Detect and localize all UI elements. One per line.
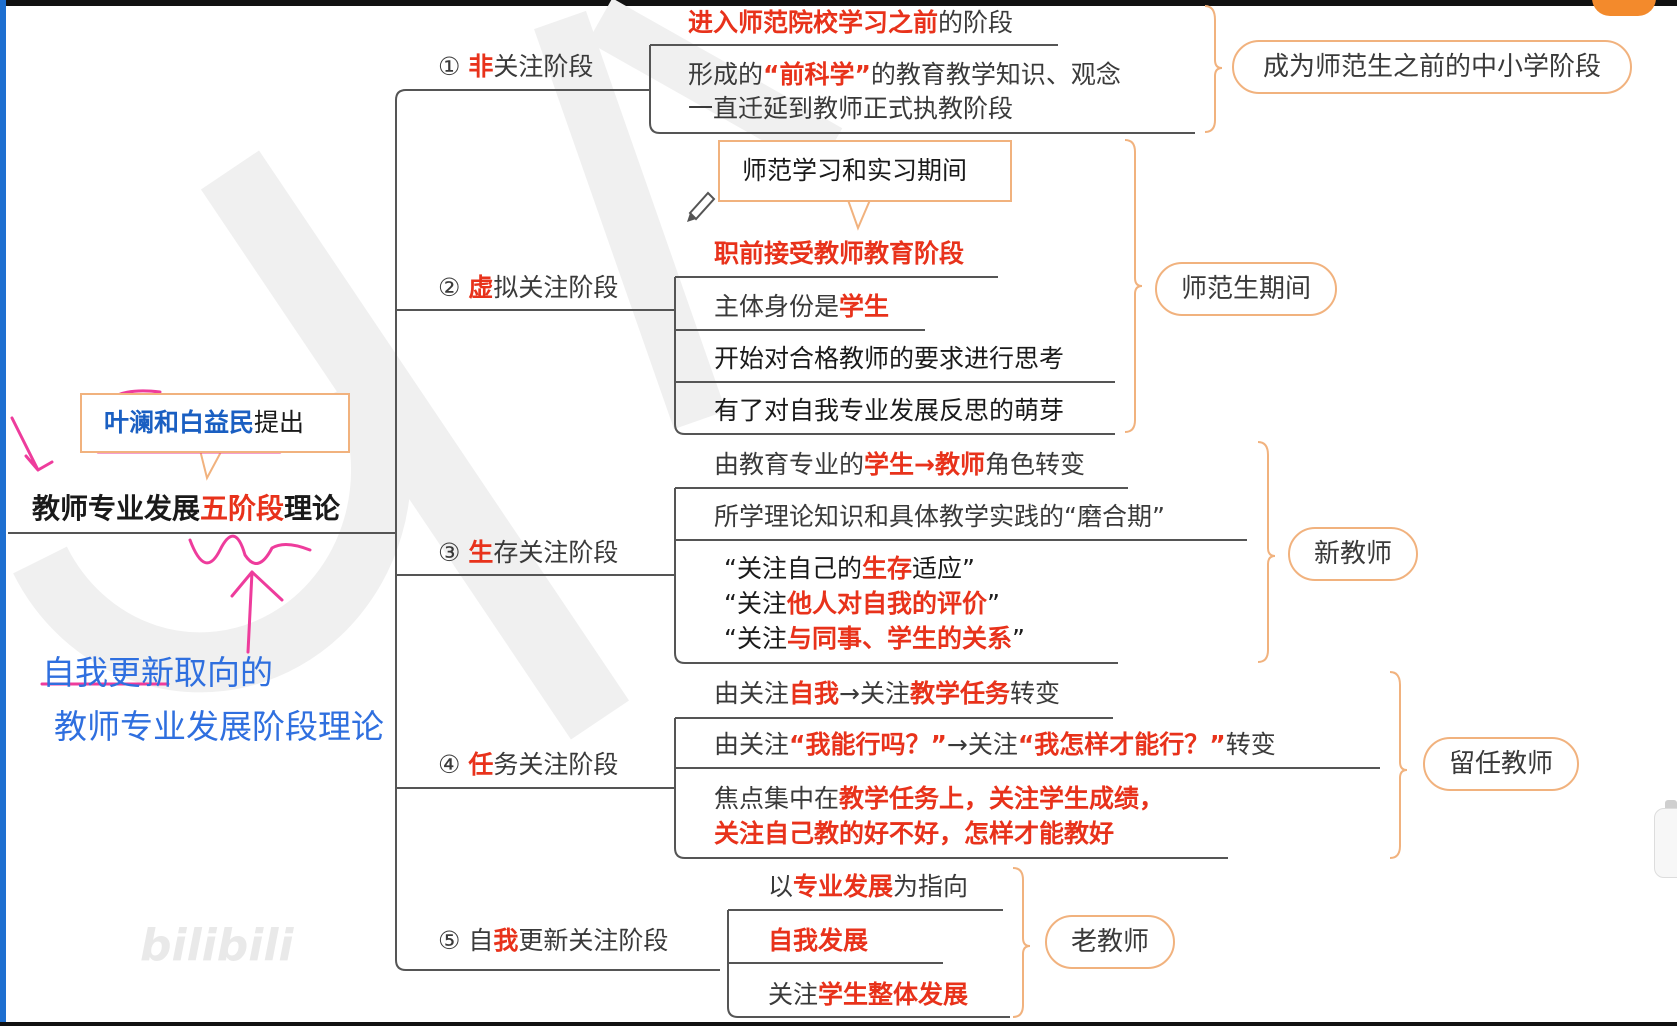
bottom-border — [0, 1022, 1677, 1026]
handwritten-note-line2: 教师专业发展阶段理论 — [54, 707, 384, 746]
stage-1-item-2: 形成的“前科学”的教育教学知识、观念 — [688, 60, 1121, 89]
stage-4-item-3-line2: 关注自己教的好不好，怎样才能教好 — [714, 819, 1115, 848]
orange-corner-tab[interactable] — [1592, 0, 1656, 16]
stage-5-label[interactable]: ⑤ 自我更新关注阶段 — [438, 926, 669, 955]
stage-1-tag: 成为师范生之前的中小学阶段 — [1232, 40, 1632, 94]
stage-3-item-3-line1: “关注自己的生存适应” — [724, 554, 975, 583]
stage-4-item-2: 由关注“我能行吗？”→关注“我怎样才能行？”转变 — [714, 730, 1276, 759]
stage-1-item-2-line2: 一直迁延到教师正式执教阶段 — [688, 94, 1014, 123]
stage-1-label[interactable]: ① 非关注阶段 — [438, 52, 594, 81]
stage-3-item-1: 由教育专业的学生→教师角色转变 — [714, 450, 1085, 479]
proposer-suffix: 提出 — [254, 408, 305, 437]
stage-3-item-3-line2: “关注他人对自我的评价” — [724, 589, 1000, 618]
top-border — [0, 0, 1677, 6]
stage-5-tag: 老教师 — [1045, 915, 1175, 969]
stage-2-label[interactable]: ② 虚拟关注阶段 — [438, 273, 619, 302]
bilibili-watermark: bilibili — [140, 920, 294, 971]
stage-2-callout: 师范学习和实习期间 — [718, 140, 1012, 202]
stage-4-item-3: 焦点集中在教学任务上，关注学生成绩， — [714, 784, 1165, 813]
root-title[interactable]: 教师专业发展五阶段理论 — [32, 492, 341, 525]
stage-4-label[interactable]: ④ 任务关注阶段 — [438, 750, 619, 779]
stage-4-tag: 留任教师 — [1423, 737, 1579, 791]
stage-3-item-3-line3: “关注与同事、学生的关系” — [724, 624, 1025, 653]
proposer-names: 叶澜和白益民 — [104, 408, 255, 437]
handwritten-note-line1: 自我更新取向的 — [42, 653, 273, 692]
proposer-callout: 叶澜和白益民提出 — [80, 393, 350, 453]
stage-2-tag: 师范生期间 — [1155, 262, 1337, 316]
stage-3-item-2: 所学理论知识和具体教学实践的“磨合期” — [714, 502, 1165, 531]
stage-5-item-3: 关注学生整体发展 — [768, 980, 969, 1009]
stage-3-tag: 新教师 — [1288, 527, 1418, 581]
stage-4-item-1: 由关注自我→关注教学任务转变 — [714, 679, 1061, 708]
stage-5-item-1: 以专业发展为指向 — [768, 872, 969, 901]
stage-2-item-3: 开始对合格教师的要求进行思考 — [714, 344, 1065, 373]
stage-1-item-1: 进入师范院校学习之前的阶段 — [688, 8, 1014, 37]
stage-3-label[interactable]: ③ 生存关注阶段 — [438, 538, 619, 567]
stage-2-item-1: 职前接受教师教育阶段 — [714, 239, 965, 268]
side-panel-tab[interactable] — [1654, 808, 1677, 878]
stage-2-item-4: 有了对自我专业发展反思的萌芽 — [714, 396, 1065, 425]
left-border — [0, 0, 6, 1026]
stage-2-item-2: 主体身份是学生 — [714, 292, 890, 321]
pencil-cursor-icon — [687, 191, 716, 222]
stage-5-item-2: 自我发展 — [768, 926, 869, 955]
